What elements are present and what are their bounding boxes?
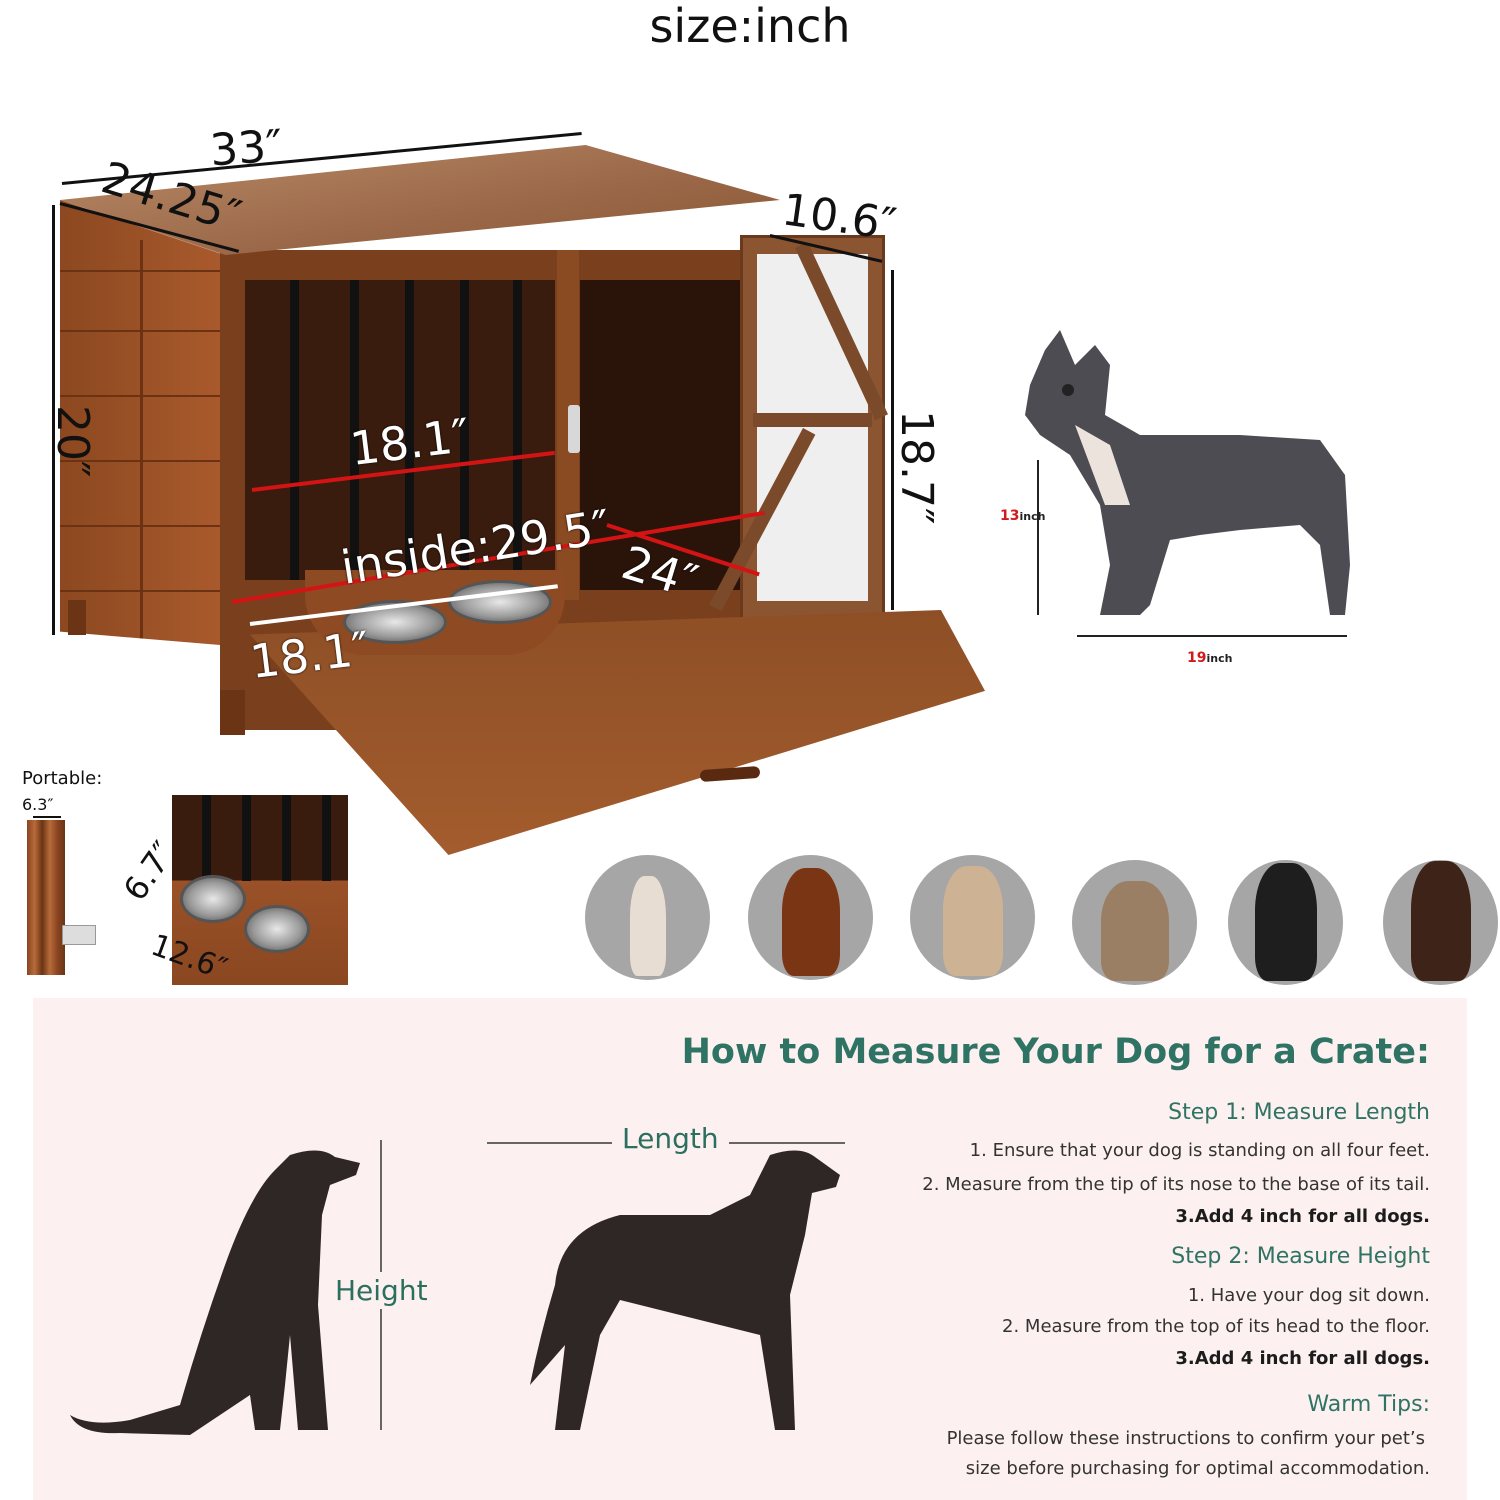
height-arrow — [52, 205, 55, 635]
reference-dog-panel: 13inch 19inch — [1000, 325, 1390, 675]
width-label: 33″ — [208, 120, 285, 177]
latch-icon — [568, 405, 580, 453]
folded-crate-image — [27, 820, 65, 975]
crate-bar-compartment — [245, 280, 555, 580]
breed-bulldog — [1072, 860, 1197, 985]
door-height-label: 18.7″ — [891, 410, 942, 525]
breed-chihuahua — [585, 855, 710, 980]
step1-item: 1. Ensure that your dog is standing on a… — [969, 1140, 1430, 1161]
guide-title: How to Measure Your Dog for a Crate: — [681, 1032, 1430, 1072]
crate-side-panel — [60, 200, 220, 645]
breed-labrador — [1383, 860, 1498, 985]
bowl-detail-image — [172, 795, 348, 985]
folded-thickness-arrow — [33, 816, 61, 818]
ref-length-arrow — [1077, 635, 1347, 637]
folded-thickness-label: 6.3″ — [22, 795, 54, 814]
tips-line: Please follow these instructions to conf… — [946, 1428, 1425, 1449]
height-guide-label: Height — [335, 1272, 428, 1309]
dog-silhouettes-icon — [70, 1150, 840, 1435]
breed-border-collie — [1228, 860, 1343, 985]
step1-item: 2. Measure from the tip of its nose to t… — [922, 1174, 1430, 1195]
size-unit-title: size:inch — [649, 0, 851, 53]
step2-title: Step 2: Measure Height — [1171, 1244, 1430, 1269]
step2-item: 3.Add 4 inch for all dogs. — [1175, 1348, 1430, 1369]
tips-line: size before purchasing for optimal accom… — [965, 1458, 1430, 1479]
step2-item: 1. Have your dog sit down. — [1187, 1285, 1430, 1306]
step2-item: 2. Measure from the top of its head to t… — [1002, 1316, 1430, 1337]
folded-bowl-tray — [62, 925, 96, 945]
ref-height-label: 13inch — [1000, 508, 1046, 524]
step1-title: Step 1: Measure Length — [1168, 1100, 1430, 1125]
crate-mesh-door[interactable] — [709, 235, 888, 620]
crate-leg — [220, 690, 245, 735]
breed-french-bulldog — [910, 855, 1035, 980]
portable-label: Portable: — [22, 768, 103, 789]
length-guide-label: Length — [612, 1122, 729, 1155]
ref-height-arrow — [1037, 460, 1039, 615]
step1-item: 3.Add 4 inch for all dogs. — [1175, 1206, 1430, 1227]
ref-length-label: 19inch — [1187, 650, 1233, 666]
crate-leg — [68, 600, 86, 635]
tips-title: Warm Tips: — [1307, 1392, 1430, 1417]
door-height-arrow — [891, 270, 894, 610]
french-bulldog-icon — [1025, 330, 1350, 615]
breed-dachshund — [748, 855, 873, 980]
height-label: 20″ — [47, 405, 98, 478]
